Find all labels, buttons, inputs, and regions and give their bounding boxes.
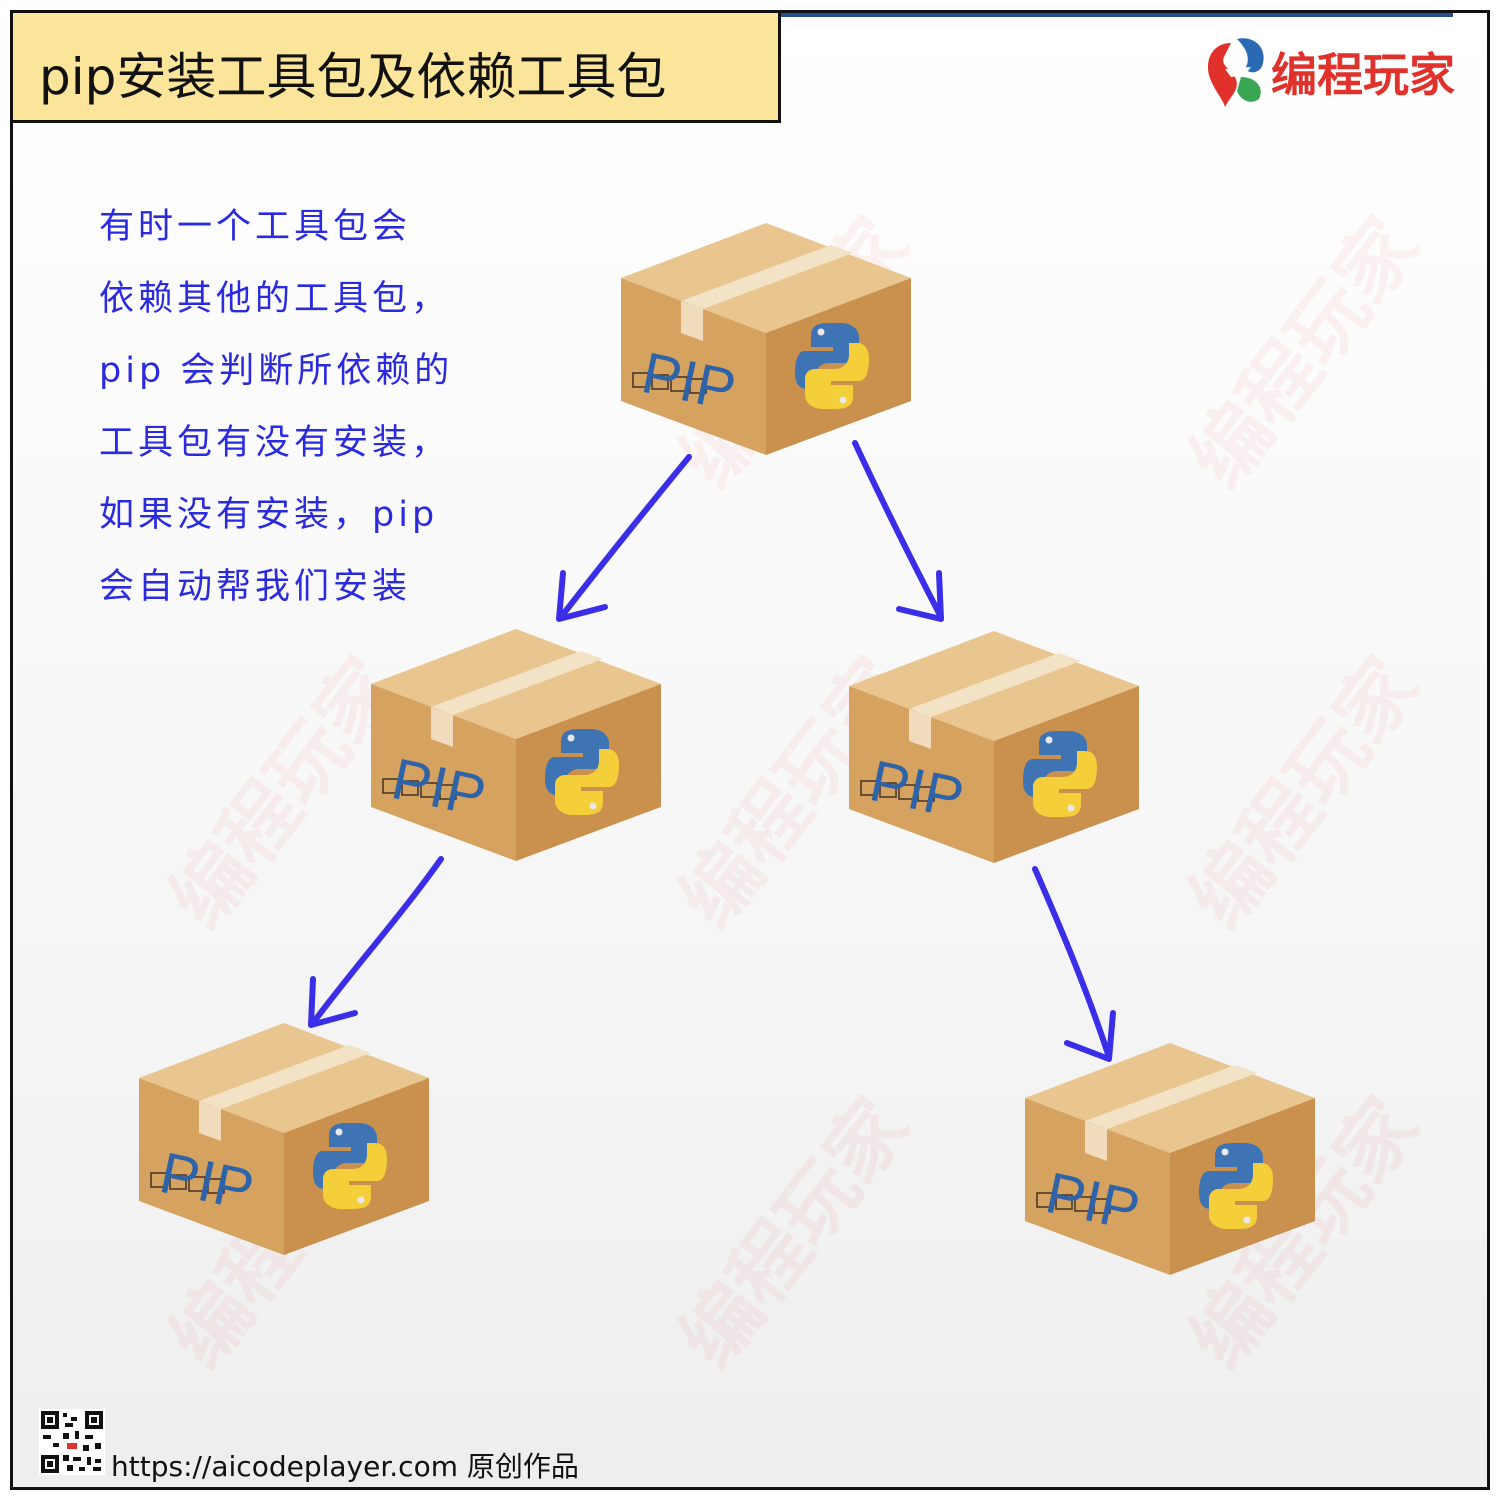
arrow-right-to-subdep	[1032, 866, 1116, 1062]
dependency-diagram: PIP PIP PIP PIP PIP	[138, 222, 1316, 1276]
brand-name: 编程玩家	[1271, 48, 1455, 102]
description-line: 工具包有没有安装，	[99, 423, 451, 463]
footer: https://aicodeplayer.com 原创作品	[39, 1409, 739, 1483]
arrow-root-to-left	[556, 454, 692, 622]
title-banner: pip安装工具包及依赖工具包	[13, 13, 781, 123]
description-line: 如果没有安装，pip	[99, 495, 439, 535]
package-box-subdep-left: PIP	[138, 1022, 430, 1256]
package-box-subdep-right: PIP	[1024, 1042, 1316, 1276]
description-line: pip 会判断所依赖的	[99, 351, 454, 391]
brand-logo-icon	[1207, 38, 1264, 107]
description-text: 有时一个工具包会 依赖其他的工具包， pip 会判断所依赖的 工具包有没有安装，…	[99, 191, 519, 623]
brand-logo: 编程玩家	[1201, 29, 1481, 109]
footer-url[interactable]: https://aicodeplayer.com 原创作品	[111, 1450, 579, 1483]
description-line: 依赖其他的工具包，	[99, 279, 451, 319]
description-line: 会自动帮我们安装	[99, 567, 412, 607]
description-line: 有时一个工具包会	[99, 207, 412, 247]
arrow-root-to-right	[852, 440, 944, 622]
package-box-root: PIP	[620, 222, 912, 456]
package-box-dep-right: PIP	[848, 630, 1140, 864]
package-box-dep-left: PIP	[370, 628, 662, 862]
qr-code-icon[interactable]	[39, 1409, 105, 1475]
arrow-left-to-subdep	[308, 856, 444, 1028]
page-title: pip安装工具包及依赖工具包	[39, 48, 667, 106]
poster-frame: 编程玩家 编程玩家 编程玩家 编程玩家 编程玩家 编程玩家 编程玩家 编程玩家 …	[10, 10, 1490, 1490]
